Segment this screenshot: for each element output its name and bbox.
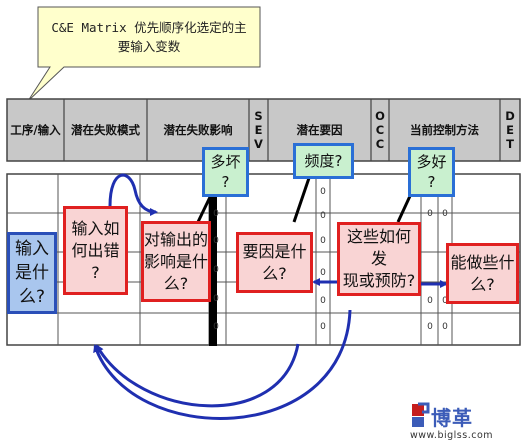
arrow-cause-loop	[95, 343, 300, 408]
callout-bubble	[27, 6, 261, 102]
det-zero: 0	[442, 322, 448, 332]
how-bad-question: 多坏 ?	[202, 147, 249, 197]
how-often-question: 频度?	[293, 143, 354, 179]
header-current-controls: 当前控制方法	[410, 123, 479, 137]
effect-box: 对输出的 影响是什 么?	[141, 221, 211, 302]
occ-zero: 0	[320, 187, 326, 197]
header-occ: O C C	[375, 109, 385, 151]
occ-zero: 0	[320, 296, 326, 306]
sev-zero: 0	[213, 209, 219, 219]
occ-zero: 0	[320, 211, 326, 221]
det-zero: 0	[442, 296, 448, 306]
logo-brand: 博革	[431, 406, 473, 430]
header-process-input: 工序/输入	[10, 123, 61, 137]
occ-zero: 0	[320, 236, 326, 246]
cause-box: 要因是什 么?	[236, 232, 313, 293]
occ-zero: 0	[320, 268, 326, 278]
sev-zero: 0	[213, 236, 219, 246]
sev-zero: 0	[213, 322, 219, 332]
logo-mark	[412, 402, 430, 427]
arrow-input-to-effect	[108, 173, 158, 216]
header-potential-cause: 潜在要因	[296, 123, 343, 137]
det-zero: 0	[427, 296, 433, 306]
sev-zero: 0	[213, 294, 219, 304]
det-zero: 0	[427, 209, 433, 219]
action-box: 能做些什 么?	[446, 243, 519, 304]
arrow-detect-loop	[93, 309, 352, 420]
logo-url: www.biglss.com	[410, 430, 494, 441]
header-failure-effect: 潜在失败影响	[163, 123, 233, 137]
det-zero: 0	[427, 322, 433, 332]
detect-box: 这些如何发 现或预防?	[337, 222, 421, 296]
sev-zero: 0	[213, 265, 219, 275]
occ-zero: 0	[320, 322, 326, 332]
input-wrong-box: 输入如 何出错 ?	[63, 206, 128, 295]
sev-column	[209, 194, 217, 346]
callout-text: C&E Matrix 优先顺序化选定的主要输入变数	[51, 20, 247, 54]
det-zero: 0	[442, 209, 448, 219]
input-what-box: 输入 是什 么?	[7, 232, 57, 314]
header-det: D E T	[505, 109, 515, 151]
header-failure-mode: 潜在失败模式	[71, 123, 140, 137]
header-sev: S E V	[254, 109, 263, 151]
how-good-question: 多好 ?	[408, 147, 455, 197]
